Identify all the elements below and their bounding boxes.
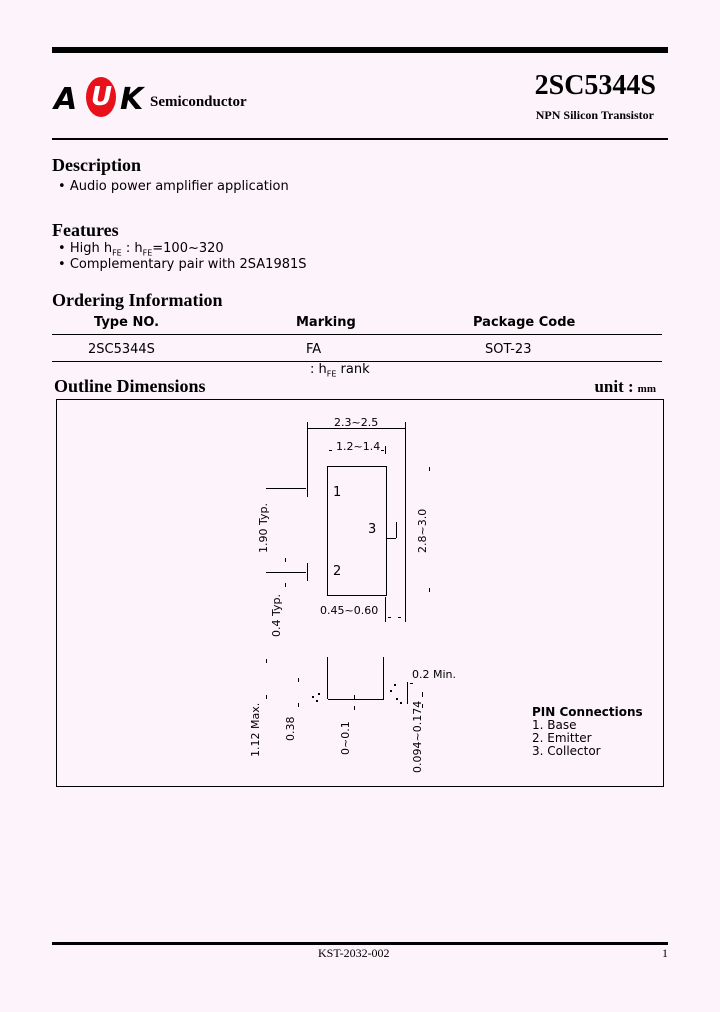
pin-1-label: 1: [333, 485, 342, 500]
dim-lead-width: 0.45~0.60: [320, 604, 379, 617]
col-header-type: Type NO.: [94, 315, 160, 330]
pin-3-label: 3: [368, 522, 377, 537]
bullet-icon: •: [58, 179, 66, 194]
ordering-note: : hFE rank: [310, 362, 370, 379]
dim-pitch: 1.90 Typ.: [257, 503, 270, 553]
dim-standoff: 0~0.1: [339, 721, 352, 755]
unit-label: unit : mm: [594, 377, 656, 396]
header-top-rule: [52, 47, 668, 53]
ordering-title: Ordering Information: [52, 290, 223, 310]
feature-item-hfe: • High hFE : hFE=100~320: [58, 241, 224, 258]
feature-item-complementary: • Complementary pair with 2SA1981S: [58, 257, 307, 272]
table-bottom-rule: [52, 361, 662, 362]
dim-body-height: 0.38: [284, 716, 297, 742]
outline-drawing-box: [56, 399, 664, 787]
pin-item-collector: 3. Collector: [532, 744, 601, 758]
col-header-marking: Marking: [296, 315, 356, 330]
dim-lead-thickness: 0.094~0.174: [411, 700, 424, 773]
bullet-icon: •: [58, 241, 66, 256]
pin-2-label: 2: [333, 564, 342, 579]
company-logo: A U K Semiconductor: [54, 77, 274, 120]
dim-max-height: 1.12 Max.: [249, 702, 262, 757]
footer-doc-number: KST-2032-002: [318, 946, 390, 960]
features-title: Features: [52, 220, 119, 240]
dim-lead-length: 0.4 Typ.: [270, 594, 283, 637]
dim-min-gap: 0.2 Min.: [412, 668, 457, 681]
lead-2: [266, 572, 306, 573]
lead-1: [266, 488, 306, 489]
package-body: [327, 466, 387, 596]
dim-width-inner: 1.2~1.4: [336, 440, 381, 453]
pin-connections: PIN Connections 1. Base 2. Emitter 3. Co…: [532, 706, 643, 758]
cell-type: 2SC5344S: [88, 342, 155, 357]
table-header-rule: [52, 334, 662, 335]
pin-item-base: 1. Base: [532, 718, 577, 732]
header-bottom-rule: [52, 138, 668, 140]
dim-width-outer: 2.3~2.5: [334, 416, 379, 429]
part-subtitle: NPN Silicon Transistor: [535, 108, 654, 122]
logo-letter-a: A: [54, 82, 78, 117]
pin-item-emitter: 2. Emitter: [532, 731, 592, 745]
col-header-package: Package Code: [473, 315, 576, 330]
description-title: Description: [52, 155, 141, 175]
lead-3: [386, 538, 396, 539]
description-item: • Audio power amplifier application: [58, 179, 289, 194]
bullet-icon: •: [58, 257, 66, 272]
cell-marking: FA: [306, 342, 322, 357]
footer-rule: [52, 942, 668, 945]
cell-package: SOT-23: [485, 342, 532, 357]
logo-letter-k: K: [120, 82, 144, 117]
logo-red-oval: [86, 77, 116, 117]
dim-height-total: 2.8~3.0: [416, 508, 429, 553]
company-name: Semiconductor: [150, 94, 247, 110]
footer-page-number: 1: [662, 946, 668, 960]
part-number-title: 2SC5344S: [534, 70, 656, 101]
outline-title: Outline Dimensions: [54, 376, 206, 396]
pin-connections-title: PIN Connections: [532, 705, 643, 719]
logo-letter-u: U: [91, 82, 113, 112]
